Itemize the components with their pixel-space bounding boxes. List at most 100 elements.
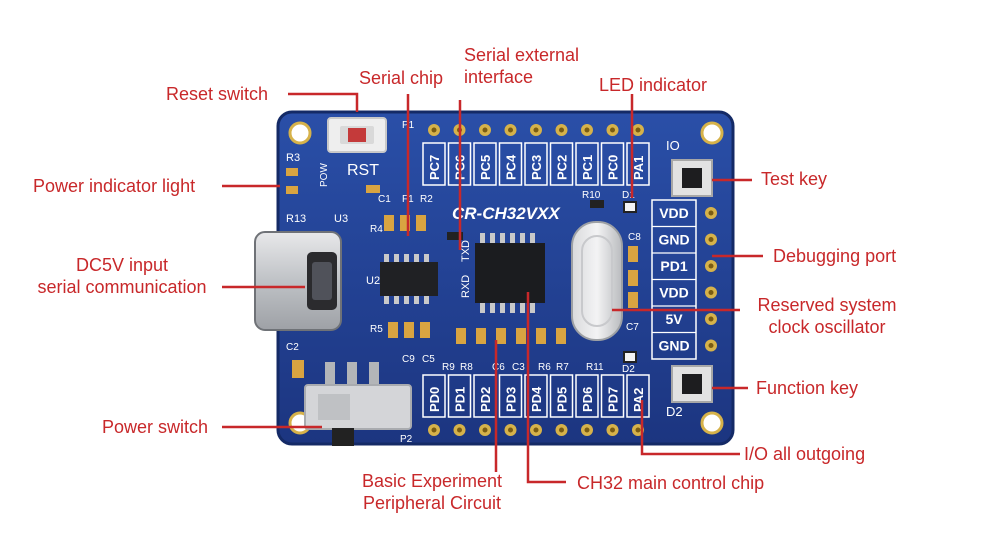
bottom-pin-box [626,374,650,418]
main-chip [475,233,545,313]
bottom-pin-hole-center [431,427,437,433]
power-switch-part [304,362,412,446]
top-pin-box [626,142,650,186]
top-pin-box [498,142,523,186]
ref-r5: R5 [370,324,383,335]
bottom-pin-box [600,374,625,418]
debug-pin-hole-center [708,316,714,322]
ref-c8: C8 [628,232,641,243]
ref-c9: C9 [402,354,415,365]
callout-dc5v-line1: DC5V input [75,255,169,275]
ref-txd: TXD [460,240,472,262]
bottom-pin-hole-center [533,427,539,433]
callout-serial-interface: Serial external interface [464,44,579,88]
debug-pin-label: GND [658,232,689,248]
debug-pin-label: PD1 [660,258,687,274]
ref-r13: R13 [286,213,306,225]
callout-io-outgoing: I/O all outgoing [744,444,866,464]
top-pin-hole-center [533,127,539,133]
crystal-oscillator [571,221,623,341]
bottom-pin-hole-center [559,427,564,433]
bottom-pin-label: PD7 [606,387,621,412]
function-key-part [671,365,713,403]
top-pin-label: PC1 [580,155,595,180]
callout-basic-experiment: Basic Experiment Peripheral Circuit [348,470,516,514]
debug-pin-hole-center [708,210,714,216]
reset-switch-part [327,117,387,153]
bottom-pin-label: PD4 [529,386,544,412]
serial-chip-u2 [380,254,438,304]
d2-label: D2 [666,404,683,419]
top-pin-box [549,142,574,186]
debug-pin-label: VDD [659,205,689,221]
top-pin-label: PC7 [427,155,442,180]
callout-power-switch: Power switch [102,417,209,437]
ref-u3: U3 [334,213,348,225]
ref-r3: R3 [286,152,300,164]
ref-d1: D1 [622,190,635,201]
ref-c5: C5 [422,354,435,365]
callout-basic-experiment-line1: Basic Experiment [361,471,503,491]
bottom-pin-label: PD1 [453,387,468,412]
top-pin-hole-center [635,127,641,133]
ref-c7: C7 [626,322,639,333]
bottom-pin-box [524,374,548,418]
top-pin-label: PC4 [504,154,519,180]
top-pin-box [473,142,497,186]
top-pin-label: PC3 [529,155,544,180]
ref-c3: C3 [512,362,525,373]
top-pin-hole-center [482,127,488,133]
smd-components [286,168,638,378]
callout-serial-interface-line1: Serial external [464,45,580,65]
top-pin-box [422,142,446,186]
debug-pin-label: 5V [665,311,683,327]
top-pin-hole-center [584,127,590,133]
bottom-pin-label: PD3 [504,387,519,412]
rst-label: RST [347,162,379,179]
debug-pin-hole-center [708,290,714,295]
usb-c-connector [254,231,342,331]
bottom-pin-hole-center [457,427,462,433]
test-key-part [671,159,713,197]
bottom-pin-box [422,374,446,418]
top-pin-hole-center [431,127,437,133]
bottom-pin-box [549,374,574,418]
bottom-pin-hole-center [635,427,641,433]
callout-function-key: Function key [756,378,859,398]
debug-pin-hole-center [708,343,714,348]
callout-oscillator-line1: Reserved system [757,295,897,315]
ref-r10: R10 [582,190,601,201]
board-title: CR-CH32VXX [452,204,561,223]
callout-main-chip: CH32 main control chip [577,473,765,493]
bottom-pin-label: PA2 [631,388,646,412]
ref-pow: POW [319,163,330,187]
ref-c1: C1 [378,194,391,205]
debug-pin-hole-center [708,237,714,242]
bottom-pin-box [447,374,472,418]
callout-dc5v: DC5V input serial communication [26,254,218,298]
bottom-pin-hole-center [584,427,590,433]
bottom-pin-label: PD0 [427,387,442,412]
callout-oscillator-line2: clock oscillator [768,317,886,337]
callout-reset-switch: Reset switch [166,84,269,104]
callout-power-indicator: Power indicator light [33,176,196,196]
top-pin-hole-center [610,127,615,133]
ref-p2: P2 [400,434,413,445]
debug-pin-label: VDD [659,285,689,301]
ref-c2: C2 [286,342,299,353]
bottom-pin-box [575,374,599,418]
callout-dc5v-line2: serial communication [37,277,207,297]
silkscreen-refs: R3 POW R13 U3 C1 F1 R2 P1 R4 U2 R5 C9 C5… [286,120,641,445]
ref-rxd: RXD [460,275,472,298]
ref-r7: R7 [556,362,569,373]
callout-serial-interface-line2: interface [464,67,534,87]
callout-lines [222,92,763,484]
callout-oscillator: Reserved system clock oscillator [746,294,908,338]
callout-led-indicator: LED indicator [599,75,708,95]
top-pin-label: PA1 [631,156,646,180]
